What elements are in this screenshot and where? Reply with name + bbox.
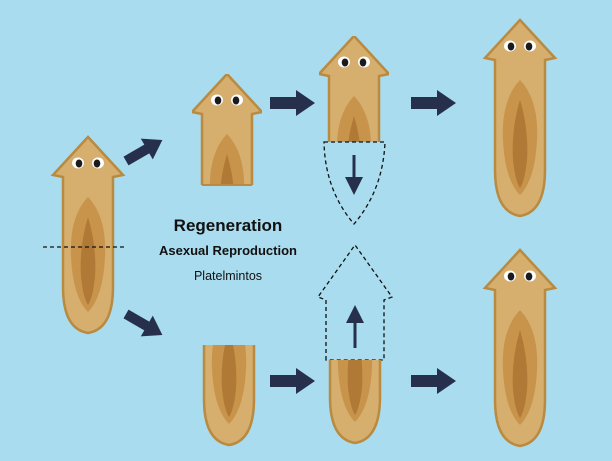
regenerated-planarian-bottom [483,248,557,448]
diagram-subtitle: Asexual Reproduction [159,243,297,258]
arrow-right-top-1 [270,90,315,116]
arrow-right-top-2 [411,90,456,116]
tail-outline-dashed [323,141,386,226]
diagram-caption: Platelmintos [193,269,263,283]
head-outline-dashed [316,243,394,361]
head-fragment [192,74,262,186]
regenerated-planarian-top [483,18,557,218]
arrow-to-head-fragment [123,138,163,166]
head-regrowing [319,36,389,142]
arrow-to-tail-fragment [123,309,163,337]
arrow-right-bottom-2 [411,368,456,394]
arrow-right-bottom-1 [270,368,315,394]
whole-planarian [51,135,125,335]
diagram-title: Regeneration [173,216,283,235]
